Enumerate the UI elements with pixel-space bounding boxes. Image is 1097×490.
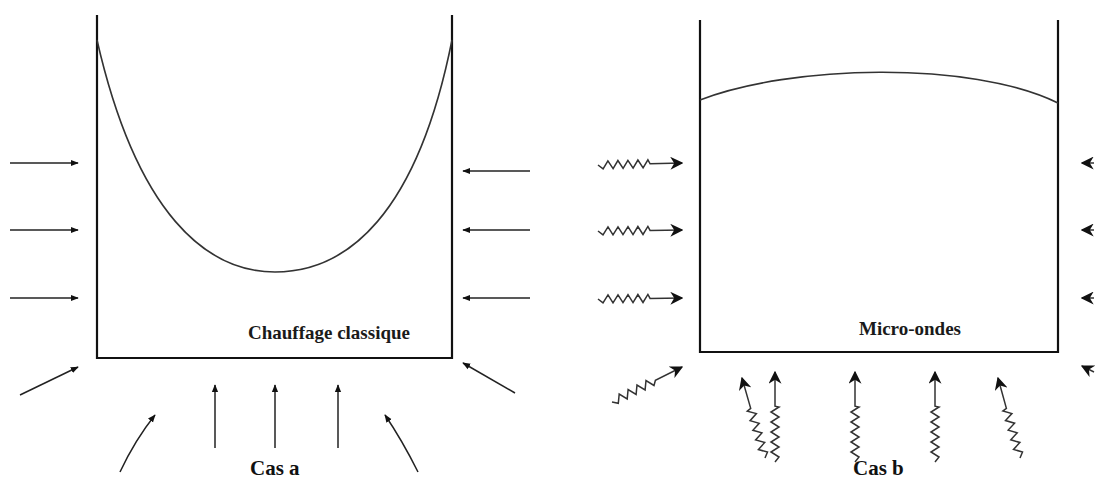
case-label: Cas a	[250, 456, 300, 481]
wave-arrow	[1082, 229, 1094, 231]
wave-arrow	[931, 372, 939, 462]
wave-arrow	[612, 367, 682, 403]
beaker-wall	[97, 15, 452, 358]
case-label: Cas b	[853, 456, 904, 481]
microwave-arrows	[598, 160, 1094, 462]
wave-arrow	[1082, 366, 1094, 372]
beaker: Micro-ondes	[700, 20, 1058, 352]
wave-arrow	[742, 378, 768, 458]
wave-arrow	[1082, 162, 1094, 164]
wave-arrow	[1082, 297, 1094, 299]
wave-arrow	[598, 160, 682, 169]
liquid-surface	[700, 72, 1058, 103]
wave-arrow	[598, 226, 682, 235]
beaker-label: Chauffage classique	[246, 322, 412, 344]
beaker-label: Micro-ondes	[857, 318, 963, 340]
wave-arrow	[998, 378, 1023, 458]
beaker-wall	[700, 20, 1058, 352]
beaker-outline	[97, 15, 452, 358]
wave-arrow	[771, 372, 779, 462]
beaker: Chauffage classique	[97, 15, 452, 358]
liquid-surface	[97, 40, 452, 272]
beaker-outline	[700, 20, 1058, 352]
wave-arrow	[851, 372, 859, 462]
wave-arrow	[598, 294, 682, 303]
